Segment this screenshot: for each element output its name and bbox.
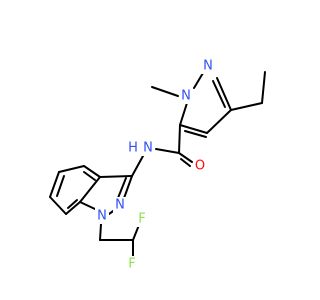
bond-c3-c3a [99, 175, 133, 178]
atom-n-indazole-2-label: N [115, 198, 125, 213]
atom-f-upper: F [136, 211, 149, 227]
atom-f-upper-label: F [138, 212, 145, 227]
atom-n-indazole-1-label: N [97, 209, 107, 224]
bond-c5-c6 [49, 171, 60, 198]
bond-n-indazole-c3 [131, 155, 144, 177]
bond-c6-c7 [49, 196, 67, 215]
bond-carbonyl-n [155, 148, 180, 154]
atom-h-amide: H [126, 140, 139, 156]
atom-f-lower: F [126, 256, 139, 272]
bond-c3-ethyl-ch2 [230, 102, 263, 111]
bond-c5-c6-double [56, 175, 65, 197]
atom-n-amide: N [141, 140, 155, 156]
atom-n-pyrazole-2-label: N [203, 59, 213, 74]
bond-c3-n2 [122, 175, 133, 202]
bond-c3a-c4-double [83, 171, 96, 181]
bond-c3-n2 [216, 77, 232, 111]
atom-n-pyrazole-1-label: N [181, 89, 191, 104]
atom-n-pyrazole-1: N [179, 88, 193, 104]
bond-c7-c7a-double [67, 199, 78, 209]
bond-c5-c4-double [184, 130, 207, 138]
bond-c7-c7a [65, 201, 81, 215]
atom-o-carbonyl: O [193, 158, 207, 174]
atom-n-indazole-1: N [95, 208, 109, 224]
bond-c3-n2-double [212, 80, 226, 108]
bond-c5-carbonyl [178, 124, 181, 154]
bond-carbonyl-o-double [180, 158, 191, 167]
bond-c4-c5 [58, 165, 85, 173]
bond-n1-ch2 [99, 223, 102, 241]
bond-n2-n1 [193, 72, 204, 89]
bond-c4-c3 [206, 109, 232, 134]
bond-n1-c5 [179, 102, 188, 126]
bond-c7a-c3a [79, 176, 101, 203]
bonds [49, 71, 266, 258]
atom-n-amide-label: N [143, 141, 153, 156]
bond-c5-c4 [179, 124, 208, 134]
molecule-structure: N N N H O N N F [49, 58, 266, 272]
bond-n1-c7a [79, 201, 96, 210]
atom-n-pyrazole-2: N [201, 58, 215, 74]
atom-labels: N N N H O N N F [95, 58, 215, 272]
atom-h-amide-label: H [128, 141, 138, 156]
bond-chf2-f-upper [132, 224, 140, 241]
bond-n1-methyl [151, 86, 179, 97]
atom-n-indazole-2: N [113, 197, 127, 213]
bond-c3a-c4 [83, 165, 101, 178]
atom-f-lower-label: F [128, 257, 135, 272]
bond-c3-n2-double [117, 177, 127, 199]
bond-ethyl-ch2-ch3 [261, 71, 266, 104]
bond-carbonyl-o [178, 152, 193, 163]
atom-o-carbonyl-label: O [195, 159, 205, 174]
